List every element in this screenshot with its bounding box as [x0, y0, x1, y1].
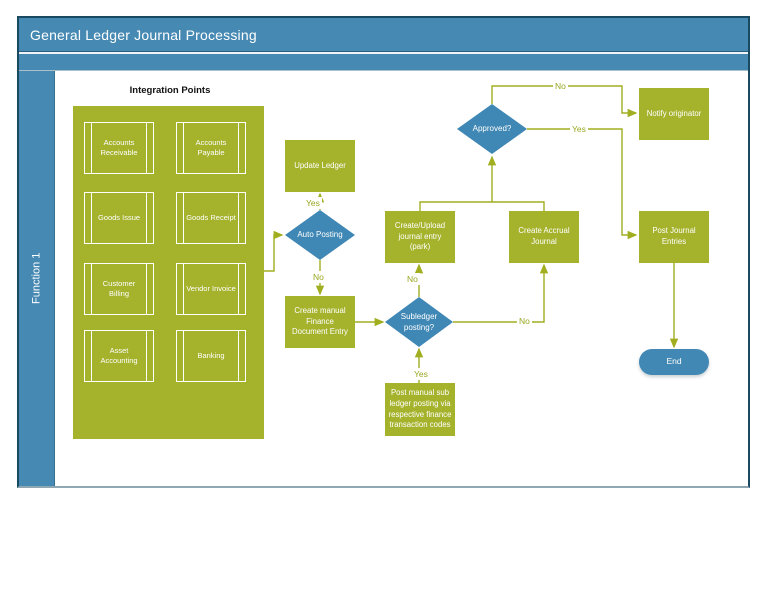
swimlane-row: Function 1 Integration Points Accounts R…: [19, 71, 748, 486]
phase-band: [19, 54, 748, 71]
shape-label: Goods Issue: [97, 212, 141, 222]
decision-approved: Approved?: [457, 104, 527, 154]
swimlane-content: Integration Points Accounts Receivable A…: [55, 71, 748, 486]
predefined-process-vendor-invoice: Vendor Invoice: [176, 263, 246, 315]
page-title: General Ledger Journal Processing: [30, 26, 257, 43]
process-create-upload-journal-entry: Create/Upload journal entry (park): [385, 211, 455, 263]
predefined-process-goods-issue: Goods Issue: [84, 192, 154, 244]
decision-subledger-posting: Subledger posting?: [385, 297, 453, 347]
predefined-process-customer-billing: Customer Billing: [84, 263, 154, 315]
swimlane-header: Function 1: [19, 71, 55, 486]
edge-label-subledger-right-no: No: [517, 315, 532, 327]
edge-label-subledger-up-no: No: [405, 273, 420, 285]
predefined-process-banking: Banking: [176, 330, 246, 382]
shape-label: Accounts Receivable: [100, 137, 138, 157]
shape-label: Goods Receipt: [186, 212, 236, 222]
shape-label: Vendor Invoice: [186, 283, 236, 293]
title-separator: [19, 52, 748, 54]
process-post-manual-subledger-posting: Post manual sub ledger posting via respe…: [385, 383, 455, 436]
title-bar: General Ledger Journal Processing: [19, 18, 748, 52]
shape-label: Customer Billing: [102, 278, 136, 298]
diagram-frame: General Ledger Journal Processing Functi…: [17, 16, 750, 488]
integration-points-heading: Integration Points: [129, 85, 211, 96]
shape-label: Accounts Payable: [195, 137, 227, 157]
edge-label-auto-posting-yes: Yes: [304, 197, 322, 209]
process-update-ledger: Update Ledger: [285, 140, 355, 192]
decision-auto-posting: Auto Posting: [285, 210, 355, 260]
process-create-manual-finance-document-entry: Create manual Finance Document Entry: [285, 296, 355, 348]
edge-label-approved-yes: Yes: [570, 123, 588, 135]
shape-label: Asset Accounting: [100, 345, 138, 365]
edge-label-auto-posting-no: No: [311, 271, 326, 283]
predefined-process-asset-accounting: Asset Accounting: [84, 330, 154, 382]
shape-label: Banking: [197, 350, 225, 360]
process-post-journal-entries: Post Journal Entries: [639, 211, 709, 263]
process-notify-originator: Notify originator: [639, 88, 709, 140]
integration-points-container: Accounts Receivable Accounts Payable Goo…: [73, 106, 264, 439]
terminator-end: End: [639, 349, 709, 375]
predefined-process-accounts-receivable: Accounts Receivable: [84, 122, 154, 174]
swimlane-label: Function 1: [30, 252, 43, 305]
edge-label-approved-no: No: [553, 80, 568, 92]
predefined-process-accounts-payable: Accounts Payable: [176, 122, 246, 174]
process-create-accrual-journal: Create Accrual Journal: [509, 211, 579, 263]
edge-label-subledger-yes: Yes: [412, 368, 430, 380]
predefined-process-goods-receipt: Goods Receipt: [176, 192, 246, 244]
